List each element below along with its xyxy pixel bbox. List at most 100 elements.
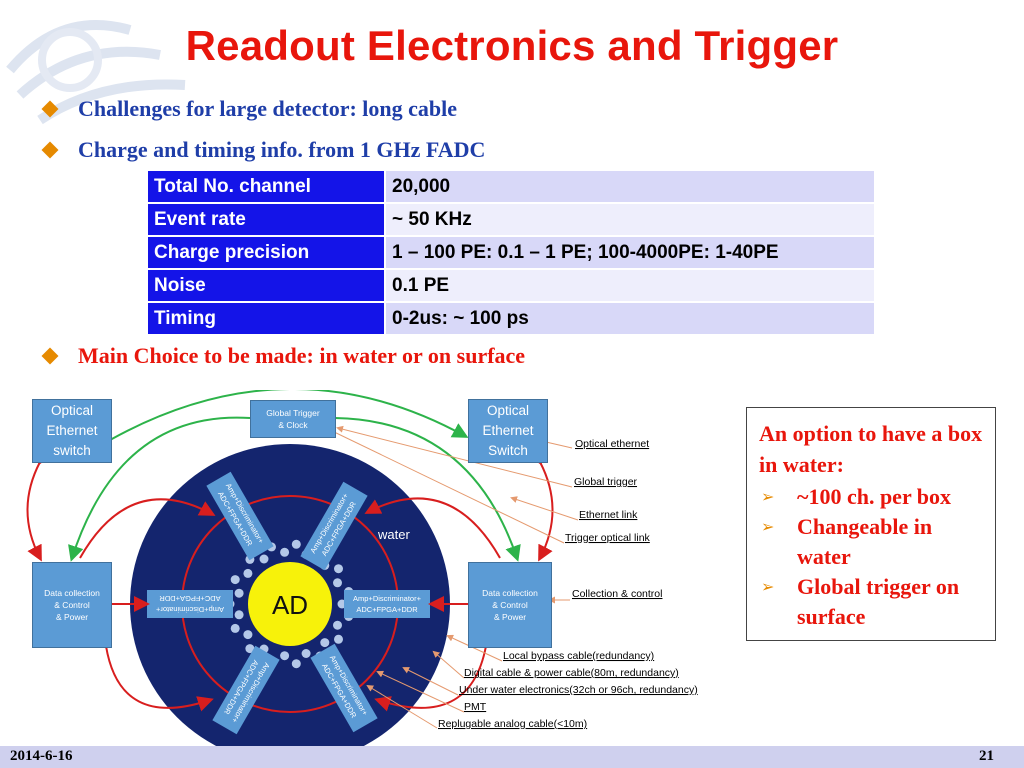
pmt-bubble (234, 610, 244, 620)
bullet-item: Charge and timing info. from 1 GHz FADC (41, 137, 486, 163)
pmt-bubble (259, 554, 269, 564)
list-item: ➢ ~100 ch. per box (759, 482, 983, 512)
data-collection-box-left: Data collection & Control & Power (32, 562, 112, 648)
option-list: ➢ ~100 ch. per box ➢ Changeable in water ➢… (759, 482, 983, 632)
slide-title: Readout Electronics and Trigger (185, 22, 839, 69)
red-link (96, 632, 214, 712)
callout-label: Ethernet link (579, 509, 638, 521)
spec-key: Noise (146, 268, 386, 303)
option-box: An option to have a box in water: ➢ ~100 … (746, 407, 996, 641)
callout-label: Under water electronics(32ch or 96ch, re… (459, 684, 698, 696)
table-row: Timing 0-2us: ~ 100 ps (146, 301, 876, 336)
option-item-text: Global trigger on surface (797, 574, 960, 629)
box-line: & Power (493, 612, 527, 622)
callout-label: PMT (464, 701, 487, 713)
pmt-bubble (280, 651, 290, 661)
bullet-item: Challenges for large detector: long cabl… (41, 96, 458, 122)
box-line: Switch (488, 443, 528, 458)
arrow-bullet-icon: ➢ (761, 577, 775, 596)
box-line: Ethernet (482, 423, 534, 438)
callout-label: Local bypass cable(redundancy) (503, 650, 654, 662)
module-line: ADC+FPGA+DDR (159, 594, 221, 603)
callout-line (510, 496, 579, 521)
callout-line (402, 667, 459, 696)
callout-label: Digital cable & power cable(80m, redunda… (464, 667, 679, 679)
option-item-text: Changeable in water (797, 514, 933, 569)
callout-label: Global trigger (574, 476, 638, 488)
diamond-bullet-icon (41, 347, 59, 365)
bullet-text: Main Choice to be made: in water or on s… (78, 343, 526, 368)
pmt-bubble (245, 644, 255, 654)
pmt-bubble (230, 623, 240, 633)
bullet-text: Charge and timing info. from 1 GHz FADC (78, 137, 486, 162)
water-label: water (377, 527, 410, 542)
table-row: Event rate ~ 50 KHz (146, 202, 876, 237)
callout-line (336, 425, 573, 488)
option-heading: An option to have a box in water: (759, 421, 983, 477)
module-line: ADC+FPGA+DDR (356, 605, 418, 614)
green-link (334, 417, 521, 562)
pmt-bubble (333, 578, 342, 588)
optical-ethernet-switch-right: Optical Ethernet Switch (468, 399, 548, 463)
table-row: Total No. channel 20,000 (146, 169, 876, 204)
callout-line (328, 429, 565, 544)
callout-line (446, 634, 503, 662)
bullet-text: Challenges for large detector: long cabl… (78, 96, 458, 121)
pmt-bubble (243, 630, 253, 640)
callout-line (376, 670, 465, 713)
diamond-bullet-icon (41, 100, 59, 118)
spec-key: Timing (146, 301, 386, 336)
callout-label: Collection & control (572, 588, 662, 600)
box-line: & Control (54, 600, 90, 610)
page-number: 21 (979, 748, 994, 764)
spec-value: 0.1 PE (384, 268, 876, 303)
box-line: Optical (50, 403, 94, 418)
box-line: Ethernet (46, 423, 98, 438)
pmt-bubble (280, 547, 290, 557)
pmt-bubble (301, 649, 311, 658)
red-link (364, 497, 501, 559)
box-line: Data collection (44, 588, 100, 598)
pmt-bubble (234, 588, 244, 598)
electronics-module: Amp+Discriminator+ ADC+FPGA+DDR (147, 590, 233, 618)
red-link (374, 632, 497, 712)
arrow-bullet-icon: ➢ (761, 517, 775, 536)
global-trigger-clock-box: Global Trigger & Clock (250, 400, 336, 438)
pmt-bubble (320, 638, 330, 648)
footer-date: 2014-6-16 (10, 748, 73, 764)
pmt-bubble (230, 575, 240, 585)
spec-key: Total No. channel (146, 169, 386, 204)
callout-line (366, 684, 438, 729)
pmt-bubble (334, 564, 343, 574)
readout-diagram: AD water Amp+Discriminator+ ADC+FPGA+DDR… (26, 390, 698, 746)
callout-label: Replugable analog cable(<10m) (438, 718, 587, 730)
data-collection-box-right: Data collection & Control & Power (468, 562, 552, 648)
table-row: Noise 0.1 PE (146, 268, 876, 303)
spec-value: ~ 50 KHz (384, 202, 876, 237)
list-item: ➢ Changeable in water (759, 512, 983, 572)
option-item-text: ~100 ch. per box (797, 484, 952, 509)
box-line: & Power (55, 612, 89, 622)
pmt-bubble (333, 620, 342, 630)
green-link (95, 390, 469, 453)
callout-line (432, 650, 465, 679)
box-line: Data collection (482, 588, 538, 598)
module-line: Amp+Discriminator+ (155, 605, 224, 614)
spec-value: 0-2us: ~ 100 ps (384, 301, 876, 336)
red-link (527, 447, 554, 562)
red-link (79, 498, 216, 559)
table-row: Charge precision 1 – 100 PE: 0.1 – 1 PE;… (146, 235, 876, 270)
pmt-bubble (243, 568, 253, 578)
ad-label: AD (272, 590, 308, 620)
arrow-bullet-icon: ➢ (761, 487, 775, 506)
box-line: Global Trigger (266, 408, 320, 418)
box-line: switch (53, 443, 91, 458)
spec-value: 1 – 100 PE: 0.1 – 1 PE; 100-4000PE: 1-40… (384, 235, 876, 270)
spec-table: Total No. channel 20,000 Event rate ~ 50… (146, 169, 876, 336)
box-line: & Control (492, 600, 528, 610)
box-line: Optical (486, 403, 530, 418)
diamond-bullet-icon (41, 141, 59, 159)
pmt-bubble (291, 539, 301, 549)
list-item: ➢ Global trigger on surface (759, 572, 983, 632)
red-link (26, 447, 53, 562)
